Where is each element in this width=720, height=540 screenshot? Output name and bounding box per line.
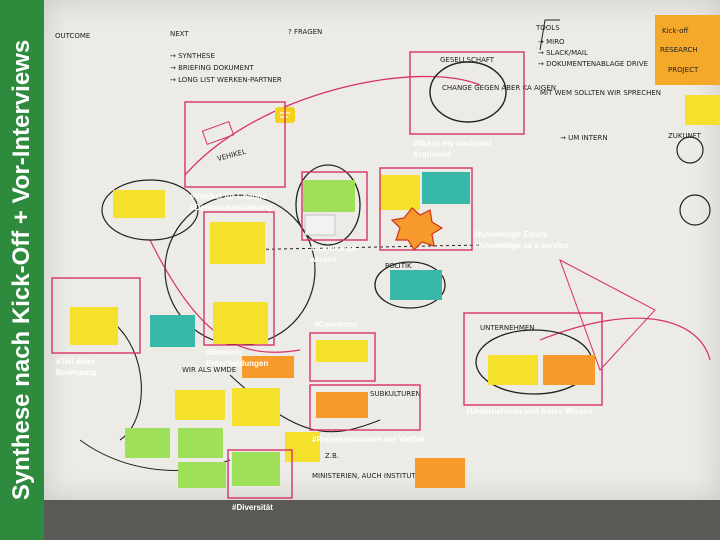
heading-next: NEXT [170, 30, 189, 38]
highlight-frames [51, 51, 603, 499]
sticky-note [232, 452, 280, 486]
sticky-note [415, 458, 465, 488]
sticky-note [175, 390, 225, 420]
zukunft-label: ZUKUNFT [668, 132, 702, 140]
mit-wem: MIT WEM SOLLTEN WIR SPRECHEN [540, 89, 661, 97]
sticky-note [232, 388, 280, 426]
sticky-note [304, 214, 336, 236]
sticky-note [316, 340, 368, 362]
sticky-note [178, 462, 226, 488]
sticky-note [150, 315, 195, 347]
label-unternehmen: #Unternehmen und freies Wissen [466, 407, 593, 416]
sticky-note [242, 356, 294, 378]
label-handlungs: #Handlungs- [310, 244, 359, 253]
next-synthese: → SYNTHESE [170, 52, 215, 60]
label-handlungs-2: wissen [309, 255, 337, 264]
frame-knowledge-equity [379, 167, 473, 251]
sticky-note [543, 355, 595, 385]
frame-not-in-my-backyard [409, 51, 525, 135]
unternehmen-label: UNTERNEHMEN [480, 324, 535, 332]
sticky-note [70, 307, 118, 345]
label-teil-2: Bewegung [56, 368, 97, 377]
frame-unternehmen [463, 312, 603, 406]
label-commons: #Commons [314, 320, 358, 329]
sticky-note [113, 190, 165, 218]
frame-vehikel [184, 101, 286, 188]
label-teil: #Teil einer [56, 357, 95, 366]
kickoff-text: Kick-off [662, 27, 688, 35]
sticky-note [178, 428, 223, 458]
label-bessere: #Bessere [206, 348, 242, 357]
starburst-shape [390, 207, 444, 251]
next-briefing: → BRIEFING DOKUMENT [170, 64, 254, 72]
sticky-note [125, 428, 170, 458]
heading-tools: TOOLS [535, 24, 560, 32]
sticky-note [380, 175, 420, 210]
label-diversitaet: #Diversität [232, 503, 273, 512]
tools-miro: → MIRO [538, 38, 565, 46]
label-not-backyard-2: Argument [413, 150, 451, 159]
frame-diversitaet [227, 449, 293, 499]
zb-label: Z.B. [325, 452, 339, 460]
gesellschaft-label: GESELLSCHAFT [440, 56, 495, 64]
heading-fragen: ? FRAGEN [288, 28, 322, 36]
frame-commons [309, 332, 376, 382]
frame-teil-einer-bewegung [51, 277, 141, 354]
tools-slack: → SLACK/MAIL [538, 49, 588, 57]
sticky-note [210, 222, 265, 264]
politik-label: POLITIK [385, 262, 412, 270]
um-intern: → UM INTERN [560, 134, 608, 142]
hashtag-labels: #Not in my backyard Argument #Vehikel fü… [56, 139, 593, 512]
frame-bessere-entscheidungen [203, 211, 275, 346]
change-label: CHANGE GEGEN ABER KA AIGEN [442, 84, 556, 92]
frame-handlungswissen [301, 171, 368, 241]
label-bessere-2: Entscheidungen [206, 359, 268, 368]
label-knowledge-service: #Knowledge as a service [474, 241, 569, 250]
sticky-note [488, 355, 538, 385]
sticky-notes [70, 95, 720, 488]
side-banner: Synthese nach Kick-Off + Vor-Interviews [0, 0, 44, 540]
svg-text:VEHIKEL: VEHIKEL [216, 148, 247, 163]
label-repraesentation: #Representatation der Vielfalt [312, 435, 425, 444]
sticky-note [390, 270, 442, 300]
sticky-note [685, 95, 720, 125]
label-knowledge-equity: #Knowledge Equity [474, 230, 548, 239]
sticky-note [213, 302, 268, 344]
sticky-note [285, 432, 320, 462]
frame-repraesentation [309, 384, 421, 431]
sticky-note [316, 392, 368, 418]
heading-outcome: OUTCOME [55, 32, 90, 40]
kickoff-poster [655, 15, 720, 85]
project-text: PROJECT [668, 66, 699, 74]
wir-als-wmde: WIR ALS WMDE [182, 366, 236, 374]
floor [44, 500, 720, 540]
sticky-note [303, 180, 355, 212]
label-not-backyard: #Not in my backyard [413, 139, 491, 148]
next-longlist: → LONG LIST WERKEN-PARTNER [170, 76, 282, 84]
research-text: RESEARCH [660, 46, 698, 54]
label-demokratie: #Demokratiestärkung [190, 203, 272, 212]
label-vehikel: #Vehikel für Change [190, 192, 267, 201]
sticky-note [422, 172, 470, 204]
tools-doku: → DOKUMENTENABLAGE DRIVE [538, 60, 648, 68]
subkulturen-label: SUBKULTUREN [370, 390, 421, 398]
ministerien-label: MINISTERIEN, AUCH INSTITUTE [312, 472, 420, 480]
